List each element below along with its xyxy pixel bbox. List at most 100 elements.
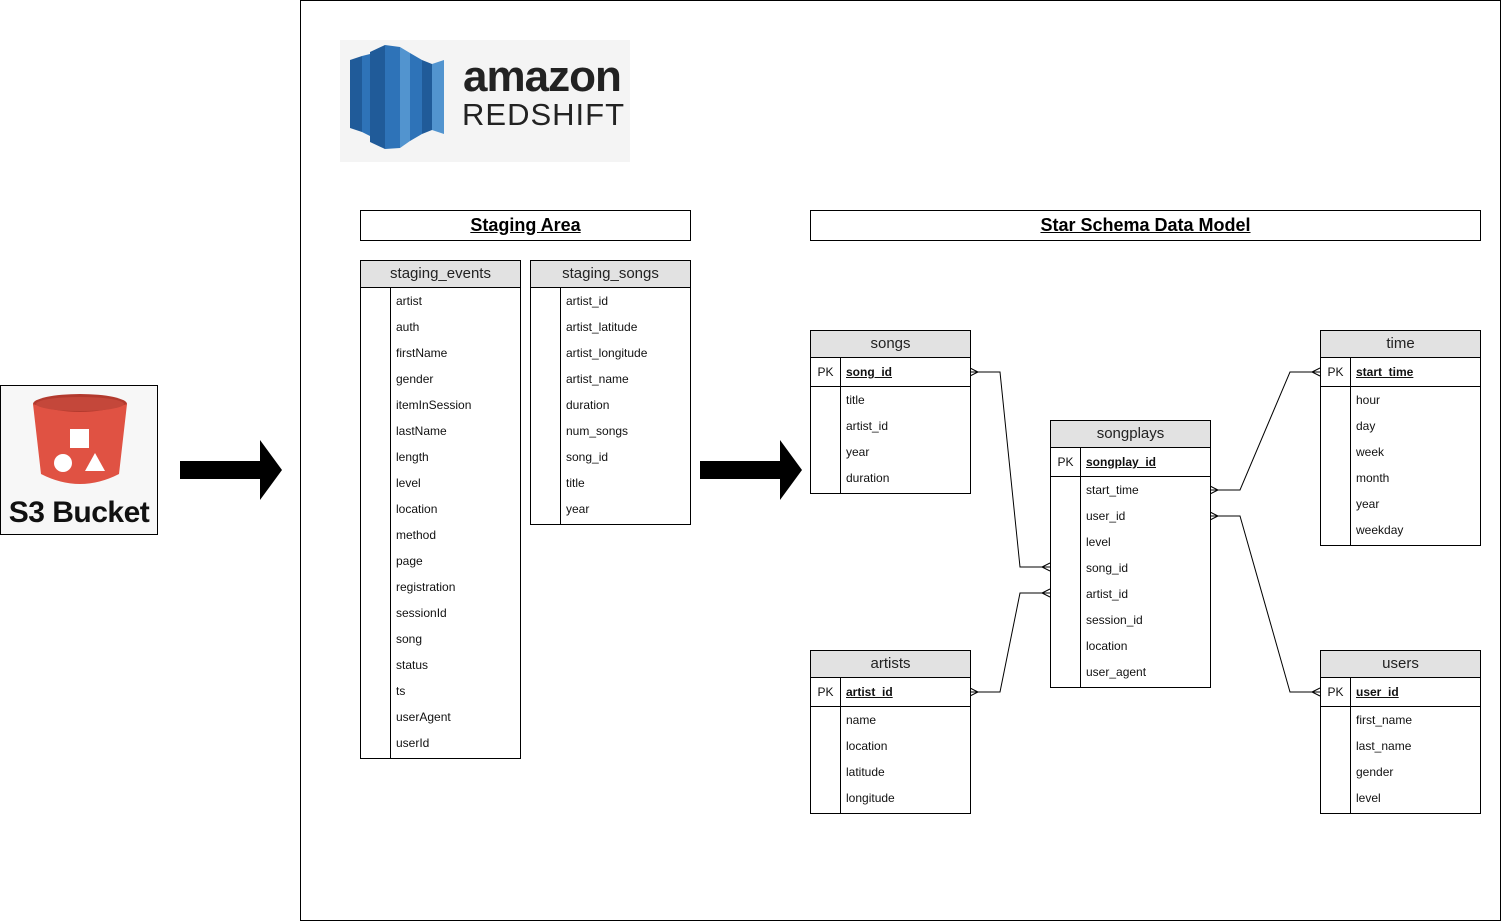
column-name: registration: [396, 580, 456, 594]
primary-key-field: start_time: [1356, 365, 1414, 379]
column-name: location: [1086, 639, 1128, 653]
column-row: day: [1321, 413, 1480, 439]
column-name: auth: [396, 320, 420, 334]
column-name: location: [396, 502, 438, 516]
column-name: week: [1356, 445, 1385, 459]
column-name: start_time: [1086, 483, 1139, 497]
column-row: start_time: [1051, 477, 1210, 503]
column-row: method: [361, 522, 520, 548]
column-row: artist_id: [531, 288, 690, 314]
column-name: artist_latitude: [566, 320, 638, 334]
column-row: registration: [361, 574, 520, 600]
column-name: userAgent: [396, 710, 451, 724]
column-name: page: [396, 554, 423, 568]
column-name: artist: [396, 294, 423, 308]
column-name: lastName: [396, 424, 447, 438]
key-gutter: [1080, 477, 1081, 687]
redshift-logo: amazon REDSHIFT: [340, 40, 630, 162]
column-row: gender: [361, 366, 520, 392]
column-name: artist_id: [1086, 587, 1129, 601]
column-name: num_songs: [566, 424, 629, 438]
column-row: year: [811, 439, 970, 465]
column-name: first_name: [1356, 713, 1413, 727]
column-row: artist_name: [531, 366, 690, 392]
column-name: weekday: [1356, 523, 1404, 537]
pk-label: PK: [1321, 358, 1351, 386]
column-name: duration: [846, 471, 890, 485]
column-name: month: [1356, 471, 1390, 485]
column-row: weekday: [1321, 517, 1480, 543]
column-name: firstName: [396, 346, 448, 360]
key-gutter: [1350, 707, 1351, 813]
redshift-icon: [350, 45, 444, 149]
column-row: artist_id: [1051, 581, 1210, 607]
column-row: lastName: [361, 418, 520, 444]
key-gutter: [1350, 387, 1351, 545]
column-name: artist_id: [566, 294, 609, 308]
column-name: last_name: [1356, 739, 1412, 753]
column-row: userAgent: [361, 704, 520, 730]
column-row: gender: [1321, 759, 1480, 785]
column-name: sessionId: [396, 606, 447, 620]
column-row: year: [1321, 491, 1480, 517]
arrow-right-icon: [180, 440, 282, 500]
column-name: day: [1356, 419, 1376, 433]
column-name: level: [1356, 791, 1381, 805]
column-row: last_name: [1321, 733, 1480, 759]
column-row: artist: [361, 288, 520, 314]
column-name: ts: [396, 684, 406, 698]
column-row: artist_latitude: [531, 314, 690, 340]
key-gutter: [390, 288, 391, 758]
songs-songplays-link: [970, 371, 1050, 568]
column-name: artist_name: [566, 372, 629, 386]
column-row: level: [1051, 529, 1210, 555]
pk-label: PK: [811, 358, 841, 386]
table-title: songplays: [1051, 421, 1210, 448]
column-row: duration: [531, 392, 690, 418]
time-songplays-link: [1210, 371, 1320, 491]
primary-key-field: song_id: [846, 365, 893, 379]
column-row: page: [361, 548, 520, 574]
column-name: song_id: [566, 450, 609, 464]
table-title: staging_songs: [531, 261, 690, 288]
column-row: sessionId: [361, 600, 520, 626]
column-row: userId: [361, 730, 520, 756]
column-name: level: [1086, 535, 1111, 549]
amazon-wordmark: amazon: [463, 52, 622, 101]
column-name: artist_id: [846, 419, 889, 433]
column-row: length: [361, 444, 520, 470]
column-name: year: [846, 445, 870, 459]
column-name: title: [566, 476, 585, 490]
column-row: year: [531, 496, 690, 522]
column-row: first_name: [1321, 707, 1480, 733]
column-row: latitude: [811, 759, 970, 785]
table-body: artist_id artist_latitude artist_longitude…: [531, 288, 690, 524]
key-gutter: [560, 288, 561, 524]
column-row: title: [531, 470, 690, 496]
primary-key-row: PK song_id: [811, 358, 970, 387]
column-row: artist_id: [811, 413, 970, 439]
column-row: level: [361, 470, 520, 496]
column-name: user_agent: [1086, 665, 1147, 679]
column-name: level: [396, 476, 421, 490]
table-title: time: [1321, 331, 1480, 358]
column-name: song: [396, 632, 423, 646]
artists-songplays-link: [970, 592, 1050, 693]
column-name: name: [846, 713, 877, 727]
column-name: song_id: [1086, 561, 1129, 575]
column-row: artist_longitude: [531, 340, 690, 366]
column-row: location: [1051, 633, 1210, 659]
pk-label: PK: [811, 678, 841, 706]
